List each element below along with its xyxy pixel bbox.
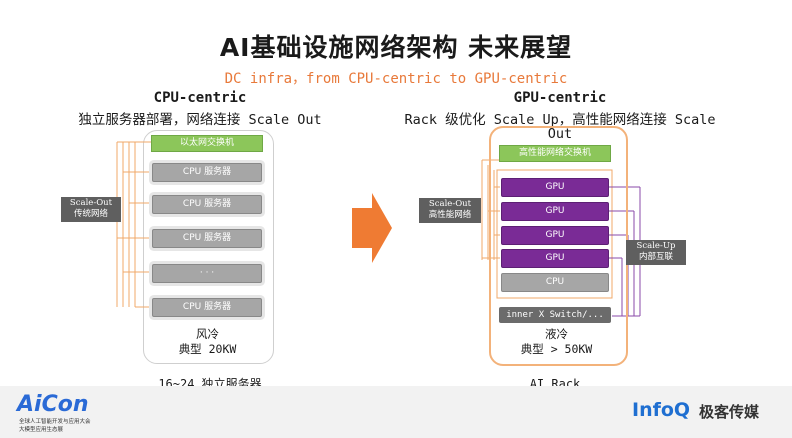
scale-up-callout: Scale-Up 内部互联 (626, 240, 686, 265)
rack-cpu: CPU (501, 273, 609, 292)
scale-up-callout-line2: 内部互联 (638, 252, 673, 262)
left-header: CPU-centric (153, 90, 247, 106)
cpu-server-1: CPU 服务器 (152, 163, 262, 182)
transition-arrow (352, 193, 392, 263)
aicon-tagline-2: 大模型应用生态展 (19, 427, 64, 433)
scale-up-callout-line1: Scale-Up (636, 241, 676, 251)
right-description-line1: Rack 级优化 Scale Up，高性能网络连接 Scale (404, 112, 716, 128)
right-callout-out-line2: 高性能网络 (428, 210, 472, 220)
right-power: 典型 > 50KW (520, 342, 593, 356)
left-power: 典型 20KW (178, 342, 237, 356)
page-title: AI基础设施网络架构 未来展望 (219, 33, 573, 62)
cpu-server-3: CPU 服务器 (152, 229, 262, 248)
left-description: 独立服务器部署，网络连接 Scale Out (78, 112, 322, 128)
gpu-4: GPU (501, 249, 609, 268)
left-cooling: 风冷 (196, 327, 219, 341)
right-description-line2: Out (547, 126, 573, 142)
gpu-3: GPU (501, 226, 609, 245)
gpu-2: GPU (501, 202, 609, 221)
aicon-tagline-1: 全球人工智能开发与应用大会 (19, 419, 91, 425)
cpu-server-5: CPU 服务器 (152, 298, 262, 317)
right-scale-out-callout: Scale-Out 高性能网络 (419, 198, 481, 223)
left-callout-line2: 传统网络 (73, 209, 108, 219)
right-scale-out-lines (481, 159, 613, 299)
left-callout-line1: Scale-Out (69, 198, 113, 208)
cpu-server-2: CPU 服务器 (152, 195, 262, 214)
cpu-server-ellipsis: · · · (152, 264, 262, 283)
left-scale-out-callout: Scale-Out 传统网络 (61, 197, 121, 222)
infoq-brand-cn: 极客传媒 (699, 403, 760, 421)
footer-bar (0, 386, 792, 438)
left-scale-out-lines (116, 141, 151, 308)
aicon-logo: AiCon (17, 392, 89, 417)
right-cooling: 液冷 (545, 327, 568, 341)
right-header: GPU-centric (513, 90, 607, 106)
hpn-switch: 高性能网络交换机 (499, 145, 611, 162)
page-subtitle: DC infra，from CPU-centric to GPU-centric (224, 71, 568, 87)
infoq-logo: InfoQ (632, 399, 691, 421)
right-callout-out-line1: Scale-Out (428, 199, 472, 209)
ethernet-switch: 以太网交换机 (151, 135, 263, 152)
gpu-1: GPU (501, 178, 609, 197)
inner-switch: inner X Switch/... (499, 307, 611, 323)
